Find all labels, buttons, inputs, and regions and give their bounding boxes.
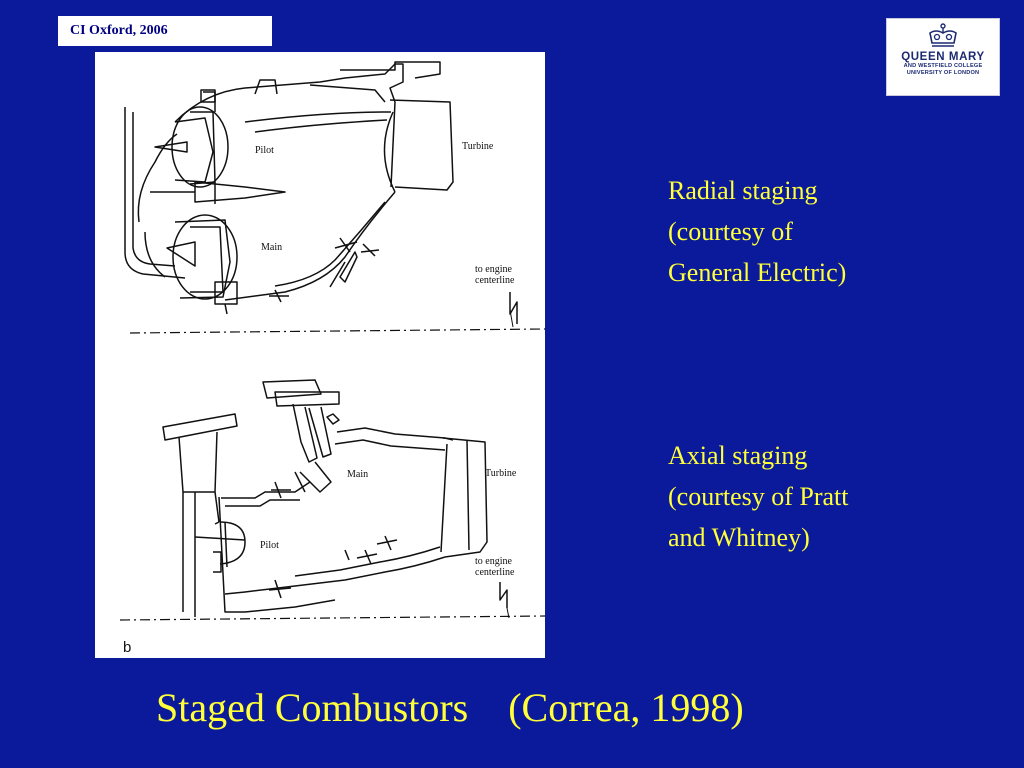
label-radial-main: Main: [261, 242, 282, 253]
slide-title: Staged Combustors (Correa, 1998): [156, 685, 744, 730]
caption-radial-line-3: General Electric): [668, 258, 847, 287]
caption-radial-line-2: (courtesy of: [668, 217, 793, 246]
crown-icon: [929, 23, 957, 47]
logo-line1: AND WESTFIELD COLLEGE: [903, 63, 983, 69]
label-radial-centerline-1: to engine: [475, 264, 512, 275]
label-axial-centerline-2: centerline: [475, 567, 515, 578]
label-radial-centerline-2: centerline: [475, 275, 515, 286]
caption-axial-line-1: Axial staging: [668, 441, 808, 470]
combustor-figure: Pilot Turbine Main to engine centerline …: [95, 52, 545, 658]
combustor-drawing: Pilot Turbine Main to engine centerline …: [119, 61, 545, 656]
label-radial-turbine: Turbine: [462, 141, 494, 152]
caption-axial-line-3: and Whitney): [668, 523, 810, 552]
header-tag: CI Oxford, 2006: [58, 16, 272, 46]
caption-radial-line-1: Radial staging: [668, 176, 818, 205]
logo-name: QUEEN MARY: [901, 51, 985, 63]
caption-radial: Radial staging (courtesy of General Elec…: [668, 170, 988, 293]
label-axial-pilot: Pilot: [260, 540, 279, 551]
label-axial-turbine: Turbine: [485, 468, 517, 479]
logo-line2: UNIVERSITY OF LONDON: [906, 70, 980, 76]
label-radial-pilot: Pilot: [255, 145, 274, 156]
caption-axial: Axial staging (courtesy of Pratt and Whi…: [668, 435, 988, 558]
label-axial-centerline-1: to engine: [475, 556, 512, 567]
queen-mary-logo: QUEEN MARY AND WESTFIELD COLLEGE UNIVERS…: [886, 18, 1000, 96]
label-axial-main: Main: [347, 469, 368, 480]
caption-axial-line-2: (courtesy of Pratt: [668, 482, 849, 511]
panel-letter: b: [123, 639, 131, 656]
